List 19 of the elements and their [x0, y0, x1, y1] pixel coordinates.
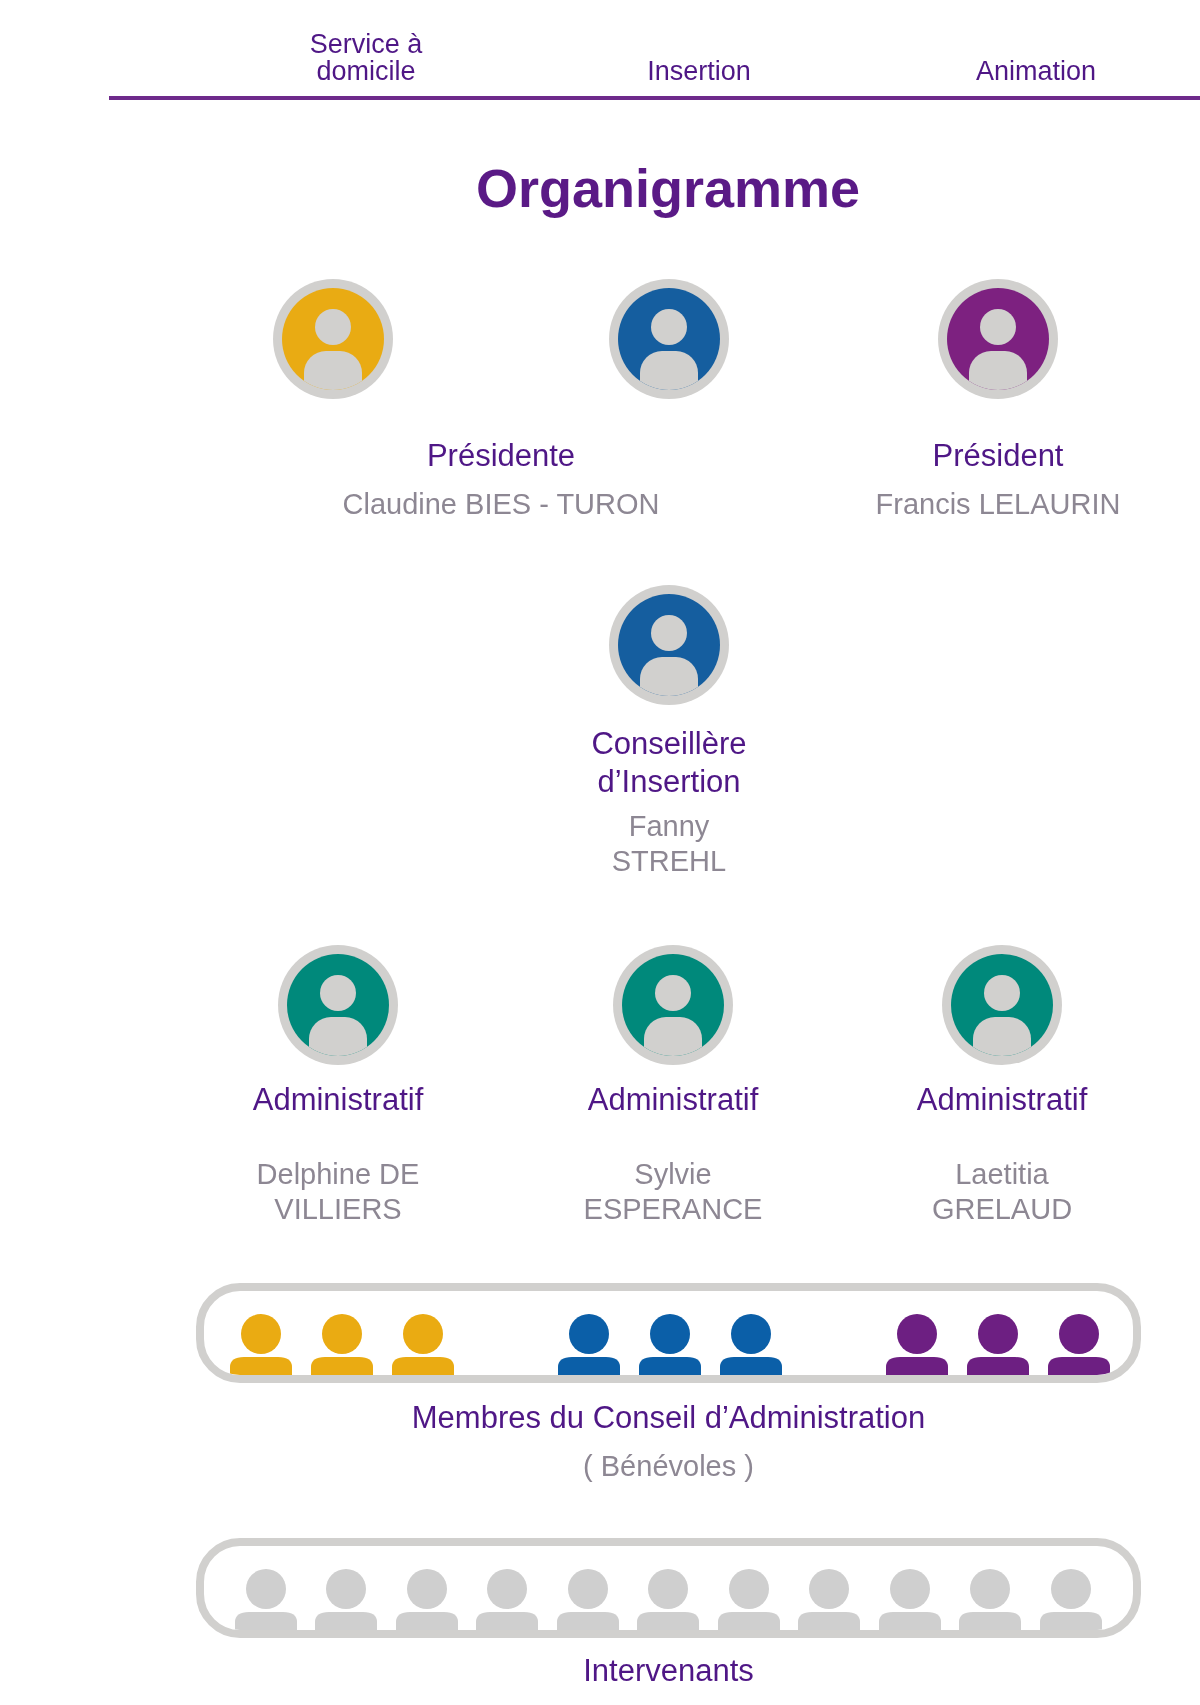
person-name: Delphine DE VILLIERS	[255, 1157, 421, 1227]
menu-item: Service à domicile	[308, 31, 424, 85]
group-title: Intervenants	[582, 1652, 755, 1690]
role-title: Administratif	[586, 1081, 760, 1119]
person-name: Claudine BIES - TURON	[341, 487, 661, 522]
person-name: Francis LELAURIN	[874, 487, 1122, 522]
role-title: Président	[931, 437, 1065, 475]
menu-item: Insertion	[646, 58, 752, 85]
page-title: Organigramme	[474, 157, 862, 220]
person-name: Sylvie ESPERANCE	[582, 1157, 764, 1227]
person-name: Laetitia GRELAUD	[930, 1157, 1074, 1227]
menu-item: Animation	[974, 58, 1098, 85]
group-title: Membres du Conseil d’Administration	[410, 1399, 927, 1437]
role-title: Administratif	[915, 1081, 1089, 1119]
role-title: Administratif	[251, 1081, 425, 1119]
role-title: Conseillère d’Insertion	[590, 725, 748, 801]
person-name: Fanny STREHL	[610, 809, 728, 879]
group-note: ( Bénévoles )	[582, 1449, 755, 1484]
role-title: Présidente	[425, 437, 577, 475]
